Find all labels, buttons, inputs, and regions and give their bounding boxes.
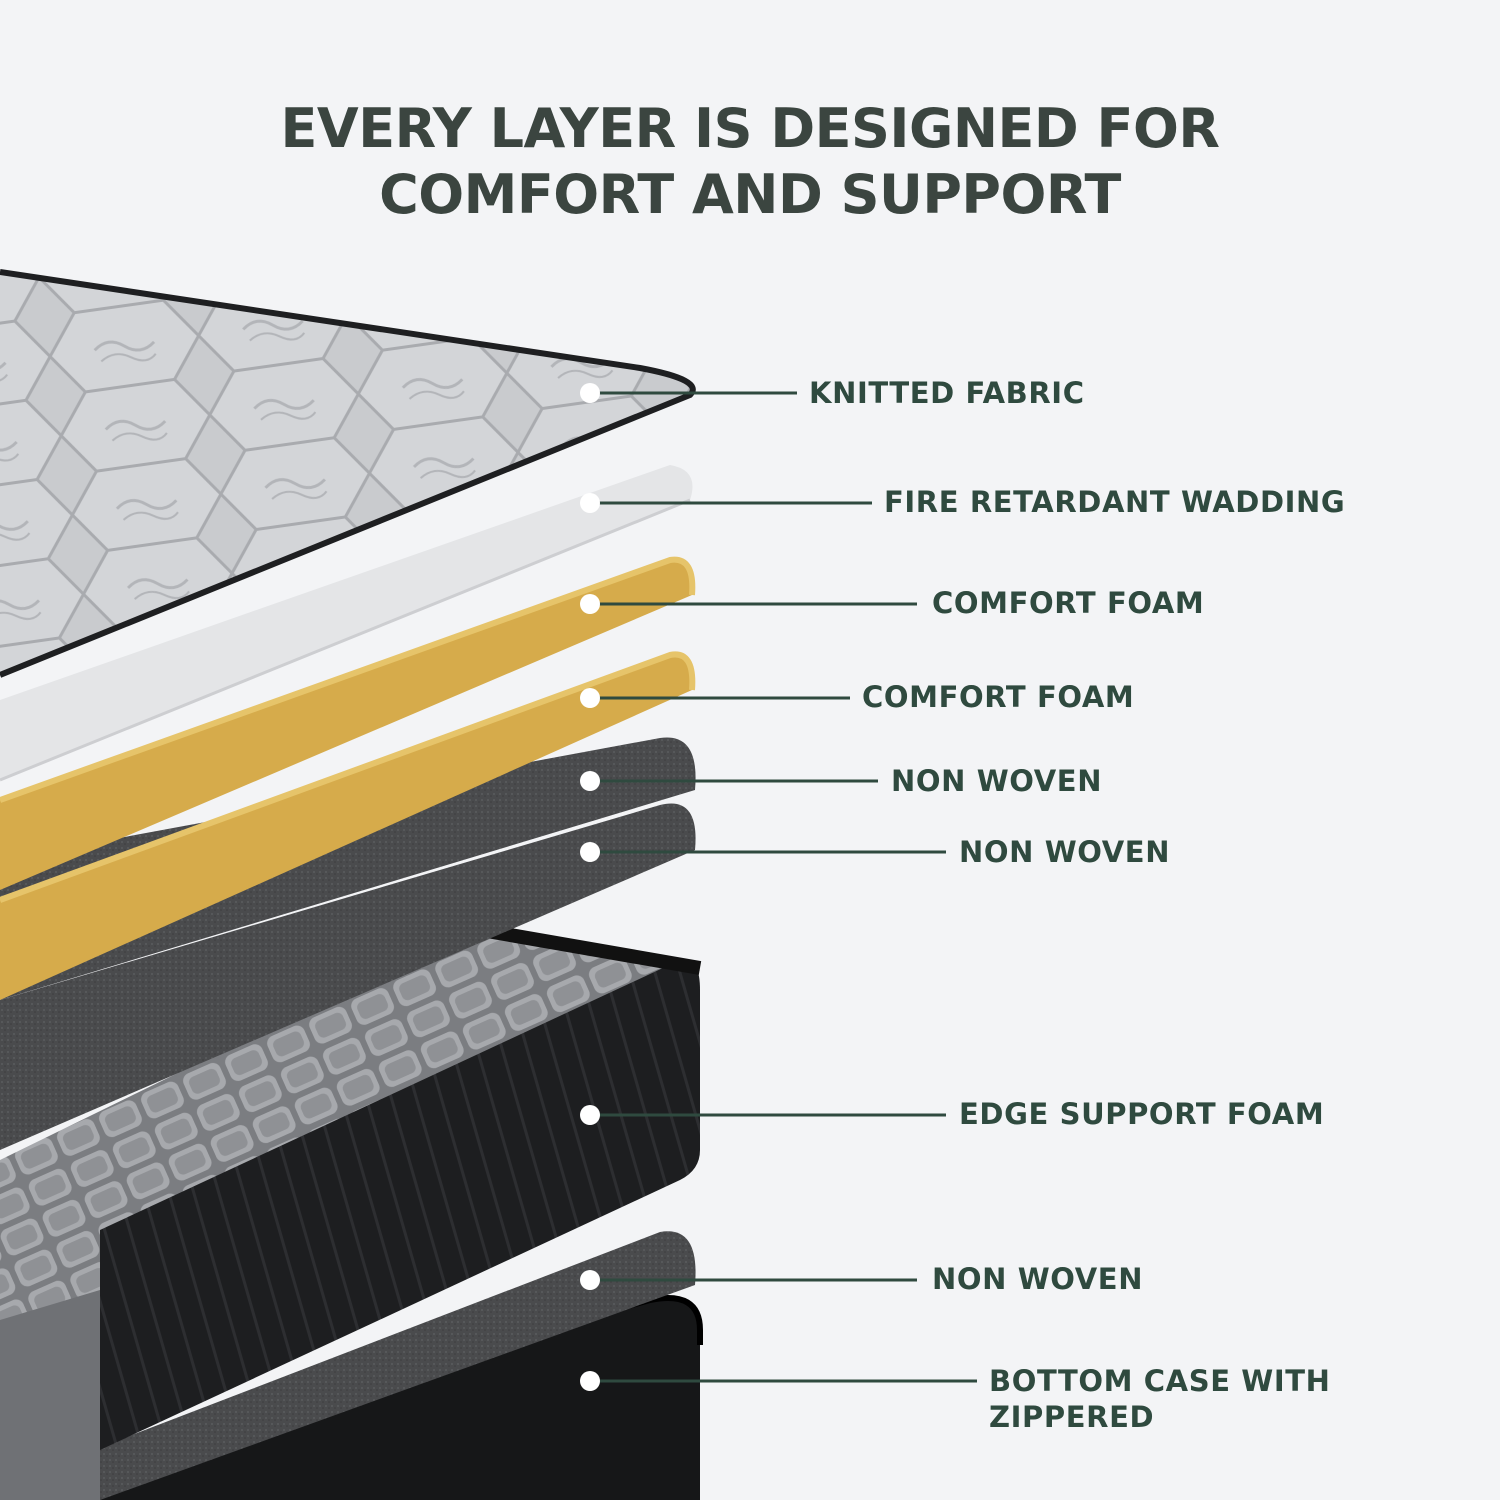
leader-lines xyxy=(590,391,977,1383)
dot-comfort-foam-1 xyxy=(580,594,600,614)
dot-bottom-case xyxy=(580,1371,600,1391)
dot-non-woven-2 xyxy=(580,842,600,862)
label-fire-retardant-wadding: FIRE RETARDANT WADDING xyxy=(884,485,1346,519)
layer-non-woven-1 xyxy=(0,737,696,1000)
label-edge-support-foam: EDGE SUPPORT FOAM xyxy=(959,1097,1325,1131)
dot-fire-retardant-wadding xyxy=(580,493,600,513)
dot-non-woven-1 xyxy=(580,771,600,791)
dot-non-woven-3 xyxy=(580,1270,600,1290)
label-non-woven-2: NON WOVEN xyxy=(959,835,1171,869)
label-non-woven-3: NON WOVEN xyxy=(932,1262,1144,1296)
layer-fire-retardant-wadding xyxy=(0,465,693,780)
dot-comfort-foam-2 xyxy=(580,688,600,708)
layer-non-woven-3 xyxy=(80,1231,696,1500)
page-title: EVERY LAYER IS DESIGNED FOR COMFORT AND … xyxy=(0,96,1500,228)
layer-edge-support-foam xyxy=(100,959,700,1450)
label-bottom-case: BOTTOM CASE WITH ZIPPERED xyxy=(989,1363,1331,1435)
layer-comfort-foam-2 xyxy=(0,654,693,1000)
label-comfort-foam-2: COMFORT FOAM xyxy=(862,680,1135,714)
dot-edge-support-foam xyxy=(580,1105,600,1125)
label-comfort-foam-1: COMFORT FOAM xyxy=(932,586,1205,620)
title-line-1: EVERY LAYER IS DESIGNED FOR xyxy=(280,97,1220,160)
layer-knitted-fabric xyxy=(0,272,696,675)
title-line-2: COMFORT AND SUPPORT xyxy=(379,163,1121,226)
layer-dots xyxy=(580,383,600,1391)
label-bottom-case-line-2: ZIPPERED xyxy=(989,1400,1155,1434)
coil-side-strip xyxy=(0,1290,100,1500)
label-non-woven-1: NON WOVEN xyxy=(891,764,1103,798)
label-knitted-fabric: KNITTED FABRIC xyxy=(809,376,1085,410)
label-bottom-case-line-1: BOTTOM CASE WITH xyxy=(989,1364,1331,1398)
layer-comfort-foam-1 xyxy=(0,559,693,890)
dot-knitted-fabric xyxy=(580,383,600,403)
layer-non-woven-2 xyxy=(0,803,696,1150)
